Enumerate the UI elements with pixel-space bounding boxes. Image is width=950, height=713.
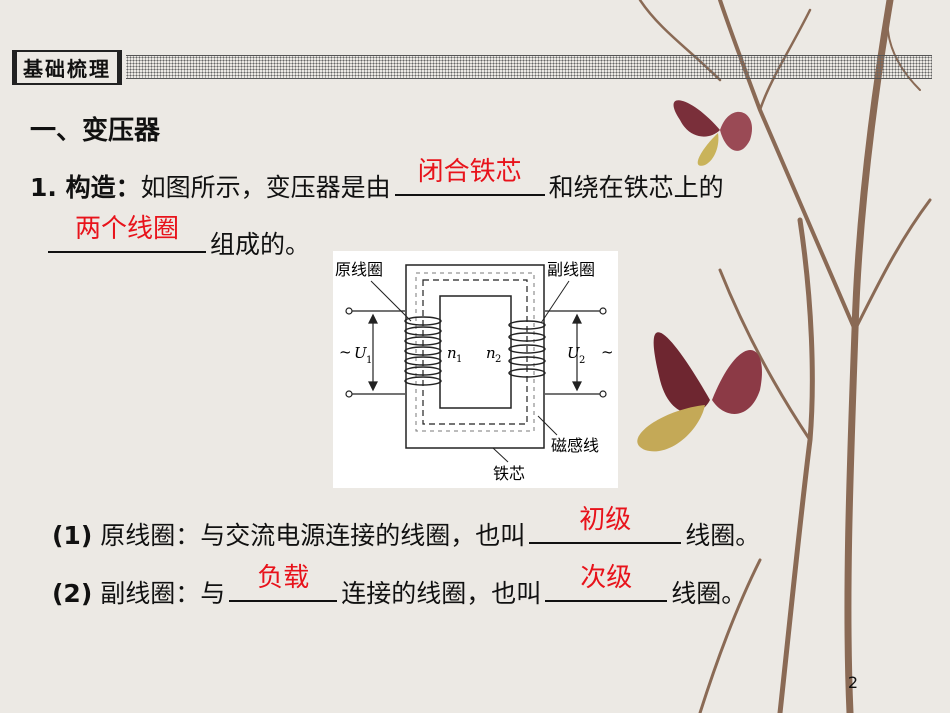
core-outer: [405, 264, 545, 449]
item1-text-b: 和绕在铁芯上的: [548, 173, 724, 202]
answer-a: 闭合铁芯: [417, 157, 522, 187]
answer-blank-b: 两个线圈: [48, 214, 206, 253]
item1-text-c: 组成的。: [210, 230, 311, 259]
item3-text-b: 连接的线圈，也叫: [341, 579, 542, 608]
transformer-diagram: 原线圈 副线圈 ~ ~ U 1 U 2 n 1 n 2 磁感线 铁芯: [333, 251, 618, 488]
answer-load: 负载: [257, 563, 310, 593]
label-u2-sub: 2: [579, 355, 585, 366]
answer-blank-secondary: 次级: [545, 563, 668, 602]
label-primary-coil: 原线圈: [335, 260, 383, 279]
item2-text-a: 原线圈：与交流电源连接的线圈，也叫: [100, 521, 526, 550]
answer-blank-initial: 初级: [529, 505, 682, 544]
item3-label: (2): [52, 579, 93, 608]
ac-symbol-left: ~: [339, 343, 352, 361]
label-u1: U: [354, 344, 368, 362]
item1-line2: 两个线圈组成的。: [48, 214, 311, 261]
item2-text-b: 线圈。: [685, 521, 761, 550]
header-hatch-band: [126, 55, 932, 79]
label-n1: n: [447, 344, 457, 362]
label-u2: U: [567, 344, 581, 362]
label-core: 铁芯: [493, 464, 525, 483]
answer-secondary: 次级: [580, 563, 633, 593]
section-title: 一、变压器: [30, 116, 161, 146]
label-u1-sub: 1: [366, 355, 372, 366]
item1-label: 1. 构造：: [30, 173, 141, 202]
answer-blank-load: 负载: [229, 563, 338, 602]
ac-symbol-right: ~: [601, 343, 614, 361]
flux-line-path: [422, 279, 528, 425]
label-n1-sub: 1: [456, 354, 462, 365]
page-number: 2: [847, 673, 858, 692]
primary-coil-windings: [404, 316, 442, 386]
label-secondary-coil: 副线圈: [547, 260, 595, 279]
item3-text-a: 副线圈：与: [100, 579, 226, 608]
item2-label: (1): [52, 521, 93, 550]
label-n2: n: [486, 344, 496, 362]
section-header: 基础梳理: [12, 49, 932, 85]
answer-b: 两个线圈: [74, 214, 179, 244]
secondary-coil-windings: [508, 320, 546, 378]
answer-initial: 初级: [579, 505, 632, 535]
label-flux-lines: 磁感线: [551, 436, 599, 455]
header-tag: 基础梳理: [12, 49, 122, 85]
item1-line1: 1. 构造：如图所示，变压器是由闭合铁芯和绕在铁芯上的: [30, 157, 724, 204]
item1-text-a: 如图所示，变压器是由: [140, 173, 391, 202]
item3-line: (2) 副线圈：与 负载连接的线圈，也叫 次级线圈。: [52, 563, 747, 610]
answer-blank-a: 闭合铁芯: [394, 157, 545, 196]
label-n2-sub: 2: [495, 354, 501, 365]
butterfly-lower: [637, 332, 762, 452]
item2-line: (1) 原线圈：与交流电源连接的线圈，也叫 初级线圈。: [52, 505, 761, 552]
butterfly-upper: [673, 100, 753, 166]
item3-text-c: 线圈。: [671, 579, 747, 608]
